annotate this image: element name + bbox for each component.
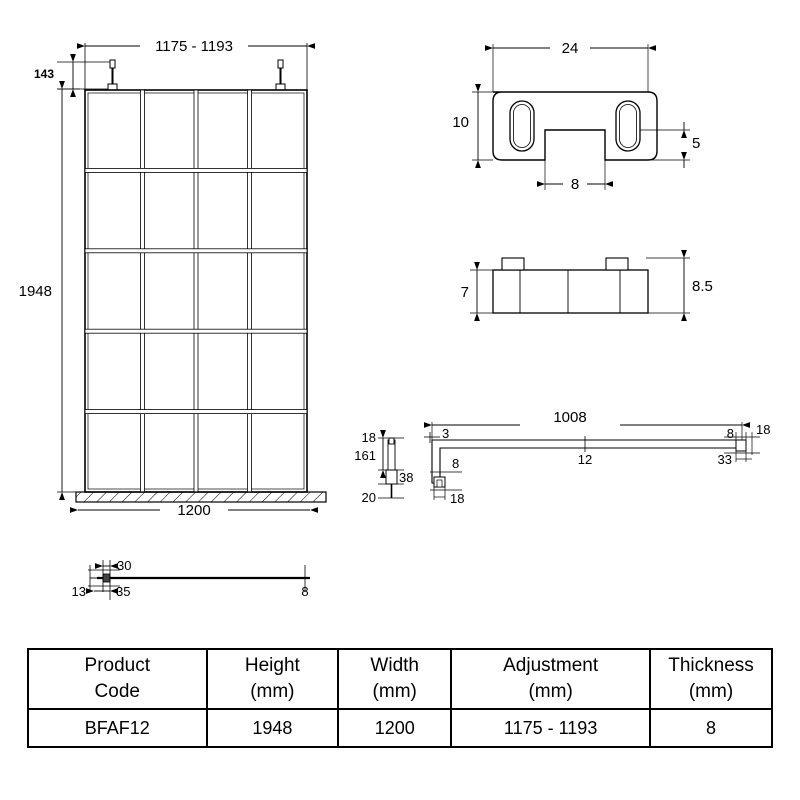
header-adjustment-line1: Adjustment — [503, 655, 599, 677]
wall-bracket-profile-view: 18 161 38 20 — [354, 430, 413, 505]
header-height-line2: (mm) — [250, 681, 295, 702]
dim-plate-side-left: 7 — [461, 262, 495, 321]
dim-bar-left-low-label: 8 — [452, 456, 459, 471]
dim-plate-side-right-label: 8.5 — [692, 278, 713, 295]
dim-plate-side-right: 8.5 — [646, 250, 713, 321]
dim-bar-mid: 12 — [578, 436, 592, 467]
dim-plate-height-label: 10 — [452, 114, 469, 131]
dim-plate-width: 24 — [485, 40, 656, 92]
dim-adjustment-width: 1175 - 1193 — [77, 38, 315, 55]
dim-plan-top-label: 30 — [117, 558, 131, 573]
dim-adjustment-width-label: 1175 - 1193 — [155, 38, 233, 55]
header-thickness-line1: Thickness — [668, 655, 754, 677]
dim-plan-left-label: 13 — [72, 584, 86, 599]
header-adjustment: Adjustment (mm) — [450, 648, 652, 710]
dim-plate-offset: 5 — [640, 122, 700, 168]
dim-plate-height: 10 — [452, 84, 493, 168]
support-bar-left-foot — [433, 476, 446, 488]
dim-bracket-profile-top-label: 18 — [362, 430, 376, 445]
header-thickness-line2: (mm) — [688, 681, 734, 702]
dim-bar-right-c-label: 33 — [718, 452, 732, 467]
dim-overall-height: 1948 — [19, 81, 80, 500]
dim-plate-offset-label: 5 — [692, 135, 700, 152]
header-product-code-line1: Product — [84, 655, 150, 677]
support-bar-right-end — [735, 439, 747, 452]
header-width: Width (mm) — [337, 648, 453, 710]
dim-bracket-profile-length-label: 161 — [354, 448, 376, 463]
cell-product-code: BFAF12 — [27, 708, 208, 748]
dim-bar-right-a-label: 8 — [727, 426, 734, 441]
dim-plate-notch: 8 — [537, 160, 613, 193]
panel-grid-horizontal-mullions — [84, 167, 308, 415]
floor-hatch-strip — [75, 491, 327, 503]
header-width-line1: Width — [370, 655, 419, 677]
cell-adjustment: 1175 - 1193 — [450, 708, 652, 748]
dim-bracket-height: 143 — [34, 54, 112, 97]
plan-dims: 30 13 35 8 — [72, 558, 309, 599]
dim-plate-side-left-label: 7 — [461, 284, 469, 301]
header-product-code: Product Code — [27, 648, 208, 710]
dim-plate-notch-label: 8 — [571, 176, 579, 193]
header-height: Height (mm) — [205, 648, 340, 710]
dim-bracket-profile-bottom-label: 20 — [362, 490, 376, 505]
product-spec-table: Product Code Height (mm) Width (mm) Adju… — [27, 648, 773, 748]
support-bar-view: 1008 12 3 — [424, 409, 770, 506]
dim-bar-left-bottom-label: 18 — [450, 491, 464, 506]
front-elevation-view: 1175 - 1193 143 1948 — [19, 38, 327, 519]
header-adjustment-line2: (mm) — [528, 681, 573, 702]
dim-bar-left-top-label: 3 — [442, 426, 449, 441]
plan-section-view: 30 13 35 8 — [72, 558, 310, 600]
table-row: BFAF12 1948 1200 1175 - 1193 8 — [27, 708, 773, 748]
wall-plate-slot-left — [509, 100, 535, 152]
cell-thickness: 8 — [649, 708, 773, 748]
header-width-line2: (mm) — [372, 681, 417, 702]
dim-bar-length: 1008 — [424, 409, 750, 440]
dim-bar-right-b-label: 18 — [756, 422, 770, 437]
cell-width: 1200 — [337, 708, 453, 748]
dim-bracket-height-label: 143 — [34, 67, 54, 81]
wall-plate-side-view: 7 8.5 — [461, 250, 713, 321]
dim-bar-mid-label: 12 — [578, 452, 592, 467]
dim-bar-length-label: 1008 — [553, 409, 586, 426]
dim-bracket-profile-block-label: 38 — [399, 470, 413, 485]
dim-overall-height-label: 1948 — [19, 283, 52, 300]
dim-plan-bottom-label: 35 — [116, 584, 130, 599]
dim-base-width-label: 1200 — [177, 502, 210, 519]
dim-plan-right-label: 8 — [301, 584, 308, 599]
wall-plate-slot-right — [615, 100, 641, 152]
dim-bar-left-top: 3 — [424, 426, 449, 443]
wall-plate-front-view: 24 10 — [452, 40, 700, 193]
header-thickness: Thickness (mm) — [649, 648, 773, 710]
cell-height: 1948 — [205, 708, 340, 748]
width-extension-lines — [84, 43, 308, 92]
header-product-code-line2: Code — [94, 681, 140, 702]
dim-plate-width-label: 24 — [562, 40, 579, 57]
table-header-row: Product Code Height (mm) Width (mm) Adju… — [27, 648, 773, 710]
dim-base-width: 1200 — [70, 502, 318, 519]
header-height-line1: Height — [244, 655, 300, 677]
